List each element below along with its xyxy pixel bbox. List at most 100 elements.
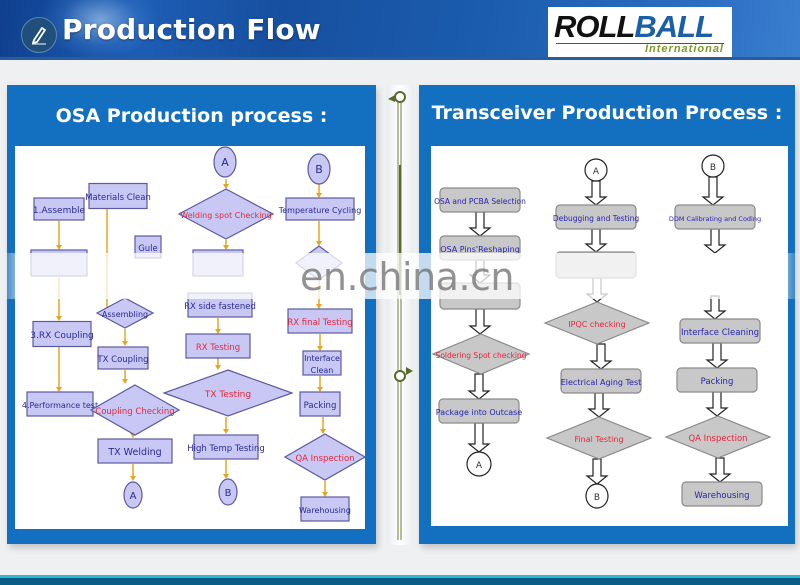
- flow-arrow: [584, 228, 608, 253]
- node-warehousing-label: Warehousing: [694, 491, 749, 501]
- node-high-temp-label: High Temp Testing: [187, 444, 264, 454]
- flow-arrow: [467, 373, 491, 400]
- connector-connector-a-end-circle: [466, 451, 492, 477]
- node-tx-coupling-box: [97, 346, 149, 370]
- node-aging-box: [560, 368, 642, 394]
- flow-arrowhead: [122, 379, 128, 384]
- connector-connector-b-end-circle: [585, 483, 609, 509]
- node-packing-box: [676, 367, 758, 393]
- timeline-arrow-icon: [406, 367, 413, 375]
- node-connector-a-end-label: A: [476, 461, 483, 471]
- flow-arrowhead: [122, 341, 128, 346]
- connector-connector-a-start-circle: [584, 158, 608, 182]
- node-rx-final-box: [287, 308, 353, 334]
- flow-arrowhead: [223, 184, 229, 189]
- flow-arrow: [708, 457, 732, 483]
- connector-connector-a-end-circle: [123, 481, 143, 509]
- header-banner: Production Flow ROLLBALL International: [0, 0, 800, 60]
- flow-arrowhead: [223, 429, 229, 434]
- flow-arrow: [701, 176, 725, 206]
- flow-arrowhead: [316, 193, 322, 198]
- node-welding-spot-diamond: [177, 188, 275, 240]
- connector-connector-b-start-circle: [307, 153, 331, 185]
- node-soldering-diamond: [431, 333, 531, 375]
- connector-connector-a-start-circle: [213, 146, 237, 178]
- node-connector-b-start-label: B: [710, 163, 716, 173]
- timeline-node-top[interactable]: [394, 91, 406, 103]
- node-interface-clean-label: Interface: [304, 354, 340, 363]
- node-interface-clean-box: [302, 350, 342, 376]
- node-interface-clean-label: Clean: [311, 366, 334, 375]
- timeline-node-bottom[interactable]: [394, 370, 406, 382]
- node-debugging-label: Debugging and Testing: [553, 214, 640, 223]
- flow-arrowhead: [56, 245, 62, 250]
- watermark-band: [0, 253, 800, 299]
- node-connector-a-start-label: A: [593, 167, 600, 177]
- flow-arrowhead: [215, 329, 221, 334]
- flow-arrow: [705, 391, 729, 417]
- watermark-text: en.china.cn: [300, 255, 515, 299]
- node-warehousing-label: Warehousing: [299, 506, 351, 515]
- node-connector-a-start-label: A: [221, 156, 229, 169]
- node-qa-inspection-label: QA Inspection: [688, 434, 747, 444]
- page-title: Production Flow: [62, 13, 321, 46]
- flow-arrowhead: [130, 476, 136, 481]
- node-rx-final-label: RX final Testing: [287, 318, 352, 328]
- flow-arrow: [468, 308, 492, 335]
- node-rx-testing-label: RX Testing: [196, 343, 240, 353]
- node-temp-cycling-box: [285, 197, 355, 221]
- node-final-testing-label: Final Testing: [574, 435, 623, 444]
- node-interface-cleaning-label: Interface Cleaning: [681, 328, 759, 338]
- node-osa-pins-label: OSA Pins'Reshaping: [440, 245, 520, 254]
- node-ddm-label: DDM Calibrating and Coding: [669, 215, 761, 223]
- node-assemble-box: [33, 197, 85, 221]
- node-soldering-label: Soldering Spot checking: [436, 351, 527, 360]
- node-qa-inspection-diamond: [664, 415, 772, 459]
- flow-arrow: [585, 458, 609, 485]
- flow-arrowhead: [223, 245, 229, 250]
- node-tx-coupling-label: TX Coupling: [96, 355, 148, 365]
- node-connector-a-end-label: A: [130, 491, 137, 502]
- transceiver-panel-title: Transceiver Production Process :: [431, 102, 783, 124]
- node-assembling-label: Assembling: [102, 310, 148, 319]
- node-welding-spot-label: Welding spot Checking: [180, 211, 271, 220]
- node-rx-coupling-label: 3.RX Coupling: [30, 331, 94, 341]
- timeline-divider: [386, 85, 414, 545]
- node-connector-b-end-label: B: [225, 488, 232, 499]
- footer-bar: [0, 575, 800, 585]
- flow-arrow: [587, 392, 611, 418]
- flow-arrowhead: [215, 365, 221, 370]
- flow-arrow: [589, 343, 613, 370]
- node-materials-clean-box: [88, 182, 148, 210]
- node-rx-testing-box: [185, 333, 251, 359]
- timeline-svg: [388, 91, 413, 540]
- node-high-temp-box: [193, 434, 259, 460]
- connector-connector-b-start-circle: [701, 154, 725, 178]
- node-packing-label: Packing: [701, 377, 734, 387]
- node-tx-testing-diamond: [162, 369, 294, 417]
- flow-arrow: [467, 422, 491, 453]
- node-perf-test-box: [26, 391, 94, 417]
- node-interface-cleaning-box: [679, 318, 761, 344]
- node-rx-coupling-box: [32, 320, 92, 348]
- flow-arrowhead: [316, 304, 322, 309]
- node-coupling-checking-label: Coupling Checking: [95, 407, 174, 417]
- node-ddm-box: [674, 204, 756, 230]
- node-tx-welding-box: [97, 438, 173, 464]
- flow-arrow: [705, 342, 729, 369]
- flow-arrowhead: [56, 316, 62, 321]
- flow-arrowhead: [320, 429, 326, 434]
- node-warehousing-box: [681, 481, 763, 507]
- node-packing-label: Packing: [304, 401, 337, 411]
- brand-underline: [556, 43, 724, 44]
- flow-arrow: [468, 211, 492, 237]
- brand-name-part1: ROLL: [554, 9, 635, 44]
- node-package-label: Package into Outcase: [436, 408, 523, 417]
- flow-arrow: [703, 295, 727, 320]
- brand-logo: ROLLBALL International: [548, 7, 732, 59]
- brand-name: ROLLBALL: [554, 9, 714, 45]
- brand-name-part2: BALL: [634, 9, 714, 44]
- node-debugging-box: [555, 204, 637, 230]
